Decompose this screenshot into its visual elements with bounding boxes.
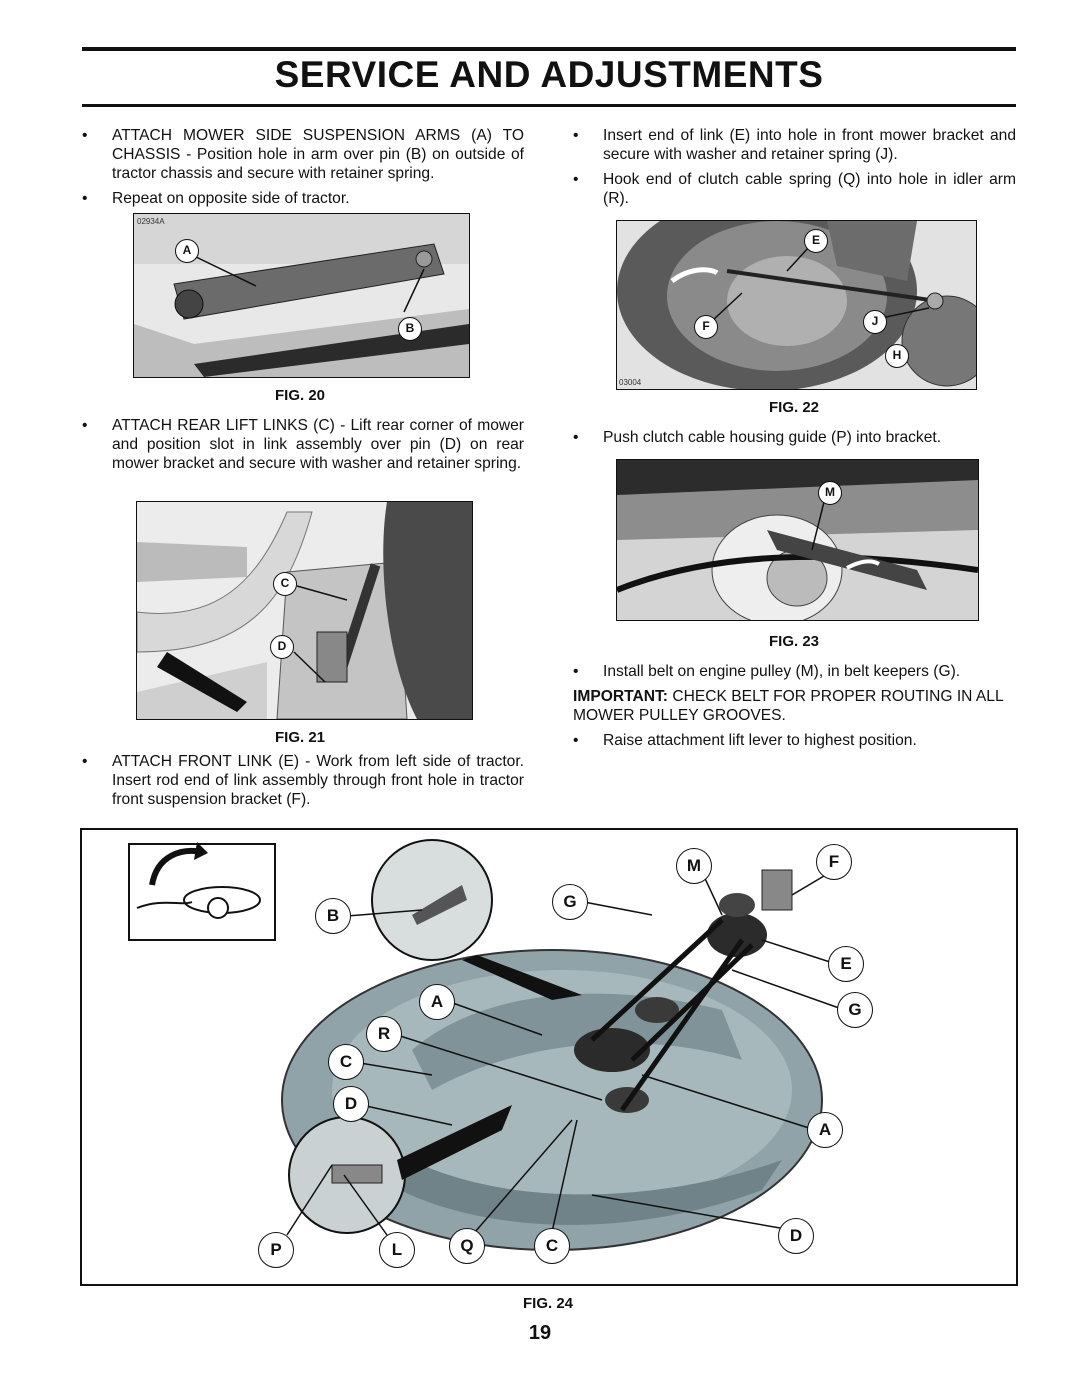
figure-22-image: 03004 E F J H — [616, 220, 977, 390]
figure-caption: FIG. 22 — [768, 399, 820, 416]
left-column: • ATTACH MOWER SIDE SUSPENSION ARMS (A) … — [82, 126, 524, 214]
suspension-arm-illustration — [134, 214, 469, 377]
instruction-text: ATTACH FRONT LINK (E) - Work from left s… — [112, 753, 524, 808]
callout-label: A — [807, 1112, 843, 1148]
image-code: 02934A — [137, 217, 165, 226]
callout-label: D — [333, 1086, 369, 1122]
instruction-bullet: • Insert end of link (E) into hole in fr… — [573, 126, 1016, 164]
bullet-dot: • — [82, 190, 88, 207]
figure-caption: FIG. 20 — [274, 387, 326, 404]
bullet-dot: • — [573, 127, 579, 144]
callout-label: M — [818, 481, 842, 505]
instruction-bullet: • Repeat on opposite side of tractor. — [82, 189, 524, 208]
callout-label: J — [863, 310, 887, 334]
instruction-bullet: • Raise attachment lift lever to highest… — [573, 731, 1016, 750]
callout-label: E — [804, 229, 828, 253]
bullet-dot: • — [82, 417, 88, 434]
bullet-dot: • — [573, 663, 579, 680]
figure-caption: FIG. 23 — [768, 633, 820, 650]
instruction-bullet: • ATTACH FRONT LINK (E) - Work from left… — [82, 752, 524, 809]
instruction-text: Hook end of clutch cable spring (Q) into… — [603, 171, 1016, 207]
bullet-dot: • — [82, 127, 88, 144]
lift-link-illustration — [137, 502, 472, 719]
callout-label: R — [366, 1016, 402, 1052]
callout-label: Q — [449, 1228, 485, 1264]
left-column-bottom: • ATTACH FRONT LINK (E) - Work from left… — [82, 752, 524, 815]
right-column-middle: • Push clutch cable housing guide (P) in… — [573, 428, 1016, 453]
right-column: • Insert end of link (E) into hole in fr… — [573, 126, 1016, 214]
image-code: 03004 — [619, 378, 642, 387]
callout-label: L — [379, 1232, 415, 1268]
important-label: IMPORTANT: — [573, 688, 668, 705]
bullet-dot: • — [82, 753, 88, 770]
instruction-bullet: • Push clutch cable housing guide (P) in… — [573, 428, 1016, 447]
instruction-text: ATTACH MOWER SIDE SUSPENSION ARMS (A) TO… — [112, 127, 524, 182]
callout-label: D — [778, 1218, 814, 1254]
callout-label: E — [828, 946, 864, 982]
important-note: IMPORTANT: CHECK BELT FOR PROPER ROUTING… — [573, 687, 1016, 725]
instruction-text: Push clutch cable housing guide (P) into… — [603, 429, 942, 446]
title-underline — [82, 104, 1016, 107]
callout-label: G — [837, 992, 873, 1028]
figure-20-image: 02934A A B — [133, 213, 470, 378]
figure-caption: FIG. 21 — [274, 729, 326, 746]
callout-label: H — [885, 344, 909, 368]
instruction-text: Raise attachment lift lever to highest p… — [603, 732, 917, 749]
right-column-bottom: • Install belt on engine pulley (M), in … — [573, 662, 1016, 756]
figure-21-image: C D — [136, 501, 473, 720]
figure-23-image: M — [616, 459, 979, 621]
top-rule — [82, 47, 1016, 51]
bullet-dot: • — [573, 429, 579, 446]
instruction-bullet: • ATTACH MOWER SIDE SUSPENSION ARMS (A) … — [82, 126, 524, 183]
figure-caption: FIG. 24 — [522, 1295, 574, 1312]
callout-label: G — [552, 884, 588, 920]
instruction-bullet: • ATTACH REAR LIFT LINKS (C) - Lift rear… — [82, 416, 524, 473]
callout-label: F — [694, 315, 718, 339]
instruction-text: Insert end of link (E) into hole in fron… — [603, 127, 1016, 163]
callout-label: M — [676, 848, 712, 884]
page-title: SERVICE AND ADJUSTMENTS — [274, 54, 824, 95]
callout-label: F — [816, 844, 852, 880]
left-column-middle: • ATTACH REAR LIFT LINKS (C) - Lift rear… — [82, 416, 524, 479]
callout-label: C — [534, 1228, 570, 1264]
instruction-bullet: • Hook end of clutch cable spring (Q) in… — [573, 170, 1016, 208]
instruction-text: Install belt on engine pulley (M), in be… — [603, 663, 961, 680]
instruction-text: ATTACH REAR LIFT LINKS (C) - Lift rear c… — [112, 417, 524, 472]
callout-label: C — [328, 1044, 364, 1080]
figure-24-frame: M F G B E G A R C D A P L Q C D — [80, 828, 1018, 1286]
bullet-dot: • — [573, 732, 579, 749]
bullet-dot: • — [573, 171, 579, 188]
callout-label: C — [273, 572, 297, 596]
callout-label: B — [398, 317, 422, 341]
mower-deck-illustration — [128, 839, 840, 1251]
important-text: CHECK BELT FOR PROPER ROUTING IN ALL MOW… — [573, 688, 1004, 724]
callout-label: A — [175, 239, 199, 263]
callout-label: A — [419, 984, 455, 1020]
instruction-bullet: • Install belt on engine pulley (M), in … — [573, 662, 1016, 681]
clutch-cable-illustration — [617, 460, 978, 620]
instruction-text: Repeat on opposite side of tractor. — [112, 190, 350, 207]
callout-label: B — [315, 898, 351, 934]
front-link-illustration — [617, 221, 976, 389]
callout-label: D — [270, 635, 294, 659]
callout-label: P — [258, 1232, 294, 1268]
page-number: 19 — [528, 1322, 552, 1344]
